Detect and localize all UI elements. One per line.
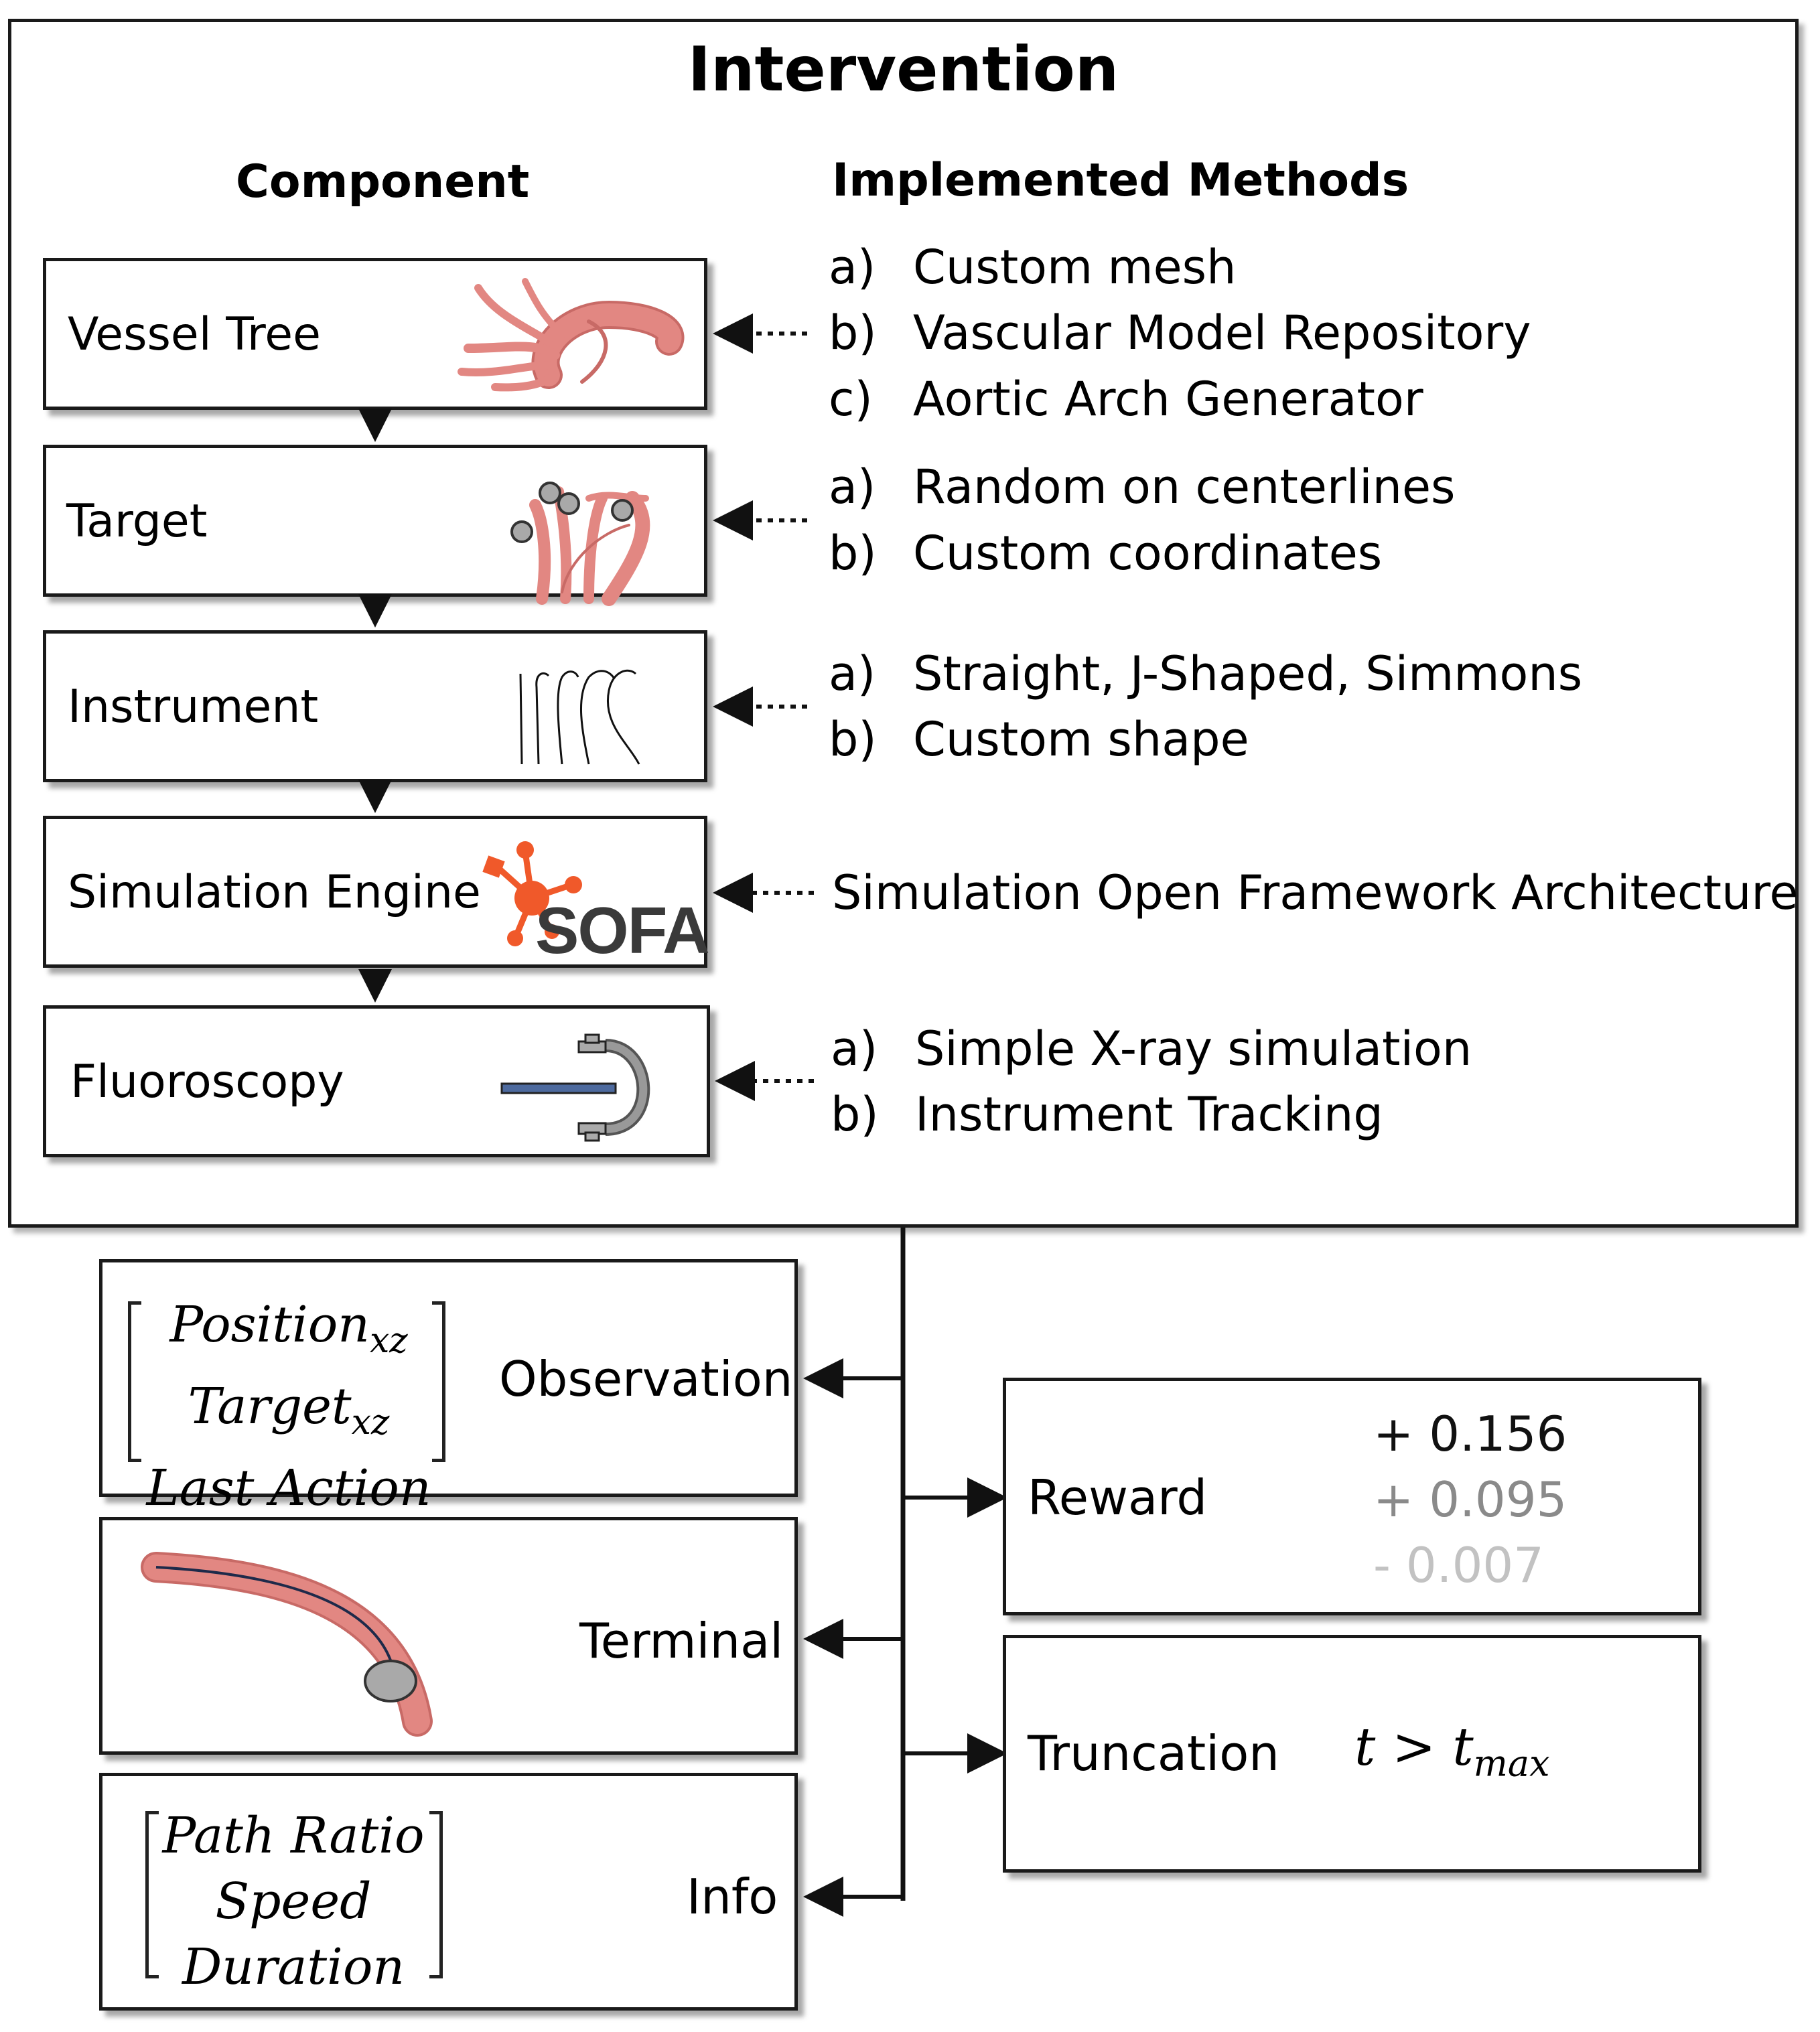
observation-vector: Positionxz Targetxz Last Action	[146, 1296, 431, 1517]
info-vector: Path Ratio Speed Duration	[156, 1803, 431, 2000]
fluoroscopy-label: Fluoroscopy	[70, 1056, 344, 1108]
reward-value: + 0.095	[1373, 1471, 1567, 1528]
info-speed: Speed	[215, 1873, 372, 1930]
method-instrument-b: b) Custom shape	[829, 712, 1249, 767]
intervention-title: Intervention	[687, 33, 1119, 105]
method-vessel-b: b) Vascular Model Repository	[829, 305, 1531, 360]
truncation-label: Truncation	[1028, 1725, 1279, 1782]
method-vessel-a: a) Custom mesh	[829, 240, 1237, 295]
reward-box: Reward + 0.156 + 0.095 - 0.007	[1003, 1378, 1701, 1615]
simulation-engine-label: Simulation Engine	[68, 866, 481, 919]
vessel-tree-box: Vessel Tree	[43, 258, 707, 410]
vessel-tree-icon	[455, 275, 685, 402]
target-box: Target	[43, 445, 707, 606]
vector-right-bracket	[429, 1811, 443, 1978]
vessel-target-reached-icon	[141, 1547, 451, 1741]
target-vessel-icon	[502, 458, 676, 606]
info-path-ratio: Path Ratio	[162, 1807, 425, 1865]
method-vessel-c: c) Aortic Arch Generator	[829, 372, 1423, 427]
c-arm-icon	[498, 1032, 673, 1146]
observation-label: Observation	[499, 1351, 793, 1407]
instrument-label: Instrument	[68, 680, 319, 733]
vector-left-bracket	[145, 1811, 159, 1978]
terminal-box: Terminal	[99, 1517, 798, 1755]
method-sofa: Simulation Open Framework Architecture	[832, 865, 1799, 920]
instrument-box: Instrument	[43, 630, 707, 782]
method-target-b: b) Custom coordinates	[829, 526, 1383, 581]
vessel-tree-label: Vessel Tree	[68, 308, 321, 361]
fluoroscopy-box: Fluoroscopy	[43, 1005, 710, 1157]
truncation-box: Truncation t > tmax	[1003, 1635, 1701, 1873]
observation-target: Target	[188, 1377, 352, 1435]
terminal-label: Terminal	[579, 1613, 784, 1669]
simulation-engine-box: Simulation Engine SOFA	[43, 816, 710, 968]
method-instrument-a: a) Straight, J-Shaped, Simmons	[829, 646, 1583, 701]
component-header: Component	[236, 155, 530, 208]
observation-last-action: Last Action	[146, 1459, 431, 1517]
method-fluoro-a: a) Simple X-ray simulation	[831, 1021, 1472, 1076]
observation-position: Position	[169, 1296, 370, 1354]
observation-box: Positionxz Targetxz Last Action Observat…	[99, 1259, 798, 1517]
method-target-a: a) Random on centerlines	[829, 459, 1456, 514]
vector-right-bracket	[432, 1301, 445, 1462]
info-label: Info	[687, 1869, 778, 1925]
methods-header: Implemented Methods	[832, 154, 1409, 207]
info-duration: Duration	[182, 1938, 405, 1996]
guidewire-shapes-icon	[508, 664, 662, 771]
reward-value: + 0.156	[1373, 1406, 1567, 1462]
reward-values: + 0.156 + 0.095 - 0.007	[1373, 1401, 1567, 1598]
truncation-condition: t > tmax	[1354, 1717, 1550, 1785]
sofa-logo-icon: SOFA	[478, 831, 710, 968]
reward-value: - 0.007	[1373, 1537, 1544, 1593]
vector-left-bracket	[128, 1301, 141, 1462]
sofa-logo-text: SOFA	[535, 893, 710, 967]
info-box: Path Ratio Speed Duration Info	[99, 1773, 798, 2011]
method-fluoro-b: b) Instrument Tracking	[831, 1087, 1383, 1142]
reward-label: Reward	[1028, 1469, 1208, 1526]
target-label: Target	[66, 495, 208, 548]
